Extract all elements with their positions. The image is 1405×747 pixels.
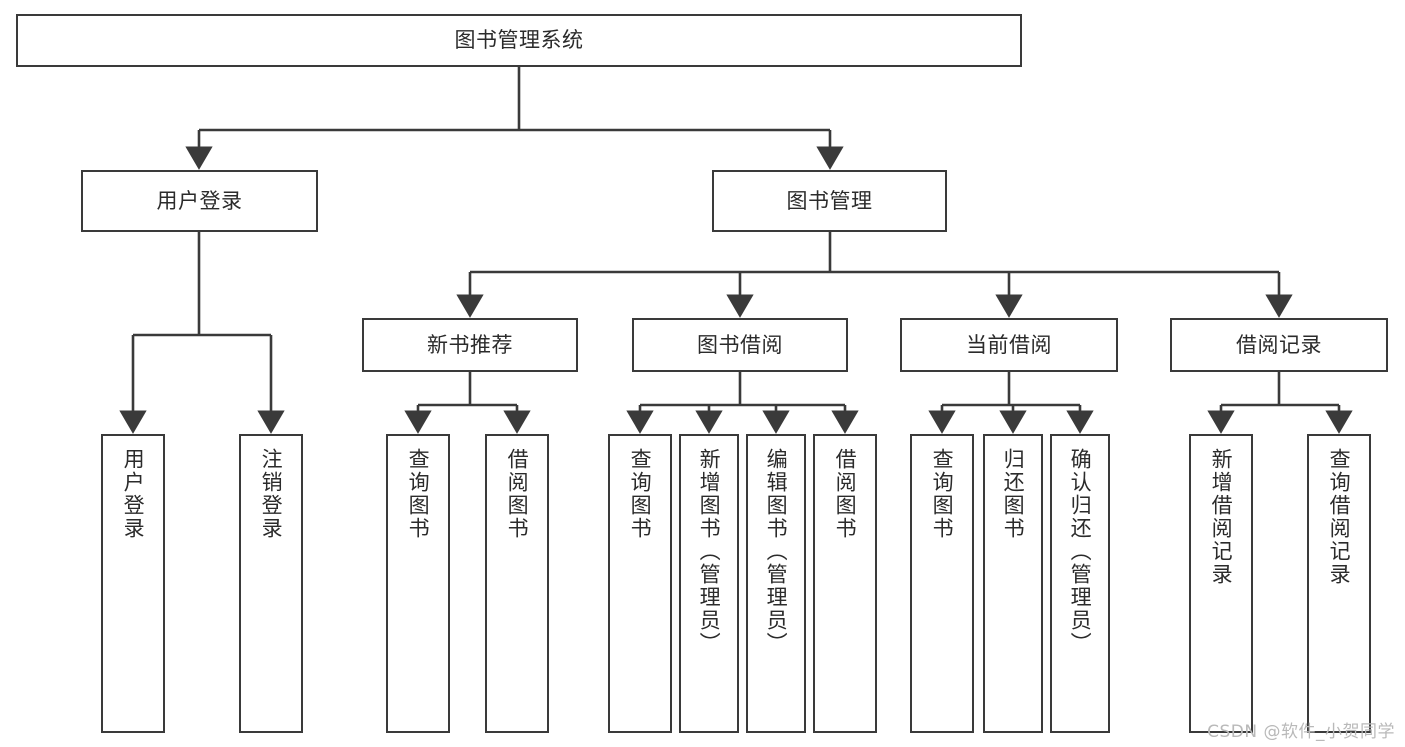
node-borrow-record[interactable]: 借阅记录 xyxy=(1170,318,1388,372)
node-current-borrow[interactable]: 当前借阅 xyxy=(900,318,1118,372)
leaf-label: 归还图书 xyxy=(1001,448,1026,540)
leaf-node-user-login[interactable]: 用户登录 xyxy=(101,434,165,733)
leaf-node-logout[interactable]: 注销登录 xyxy=(239,434,303,733)
leaf-node-add-book-admin[interactable]: 新增图书（管理员） xyxy=(679,434,739,733)
leaf-node-borrow-book-newbook[interactable]: 借阅图书 xyxy=(485,434,549,733)
leaf-node-edit-book-admin[interactable]: 编辑图书（管理员） xyxy=(746,434,806,733)
leaf-label: 新增图书（管理员） xyxy=(697,448,722,655)
watermark: CSDN @软件_小贺同学 xyxy=(1207,722,1395,742)
node-new-book-recommend-label: 新书推荐 xyxy=(427,332,513,357)
leaf-label: 用户登录 xyxy=(121,448,146,540)
node-book-management-label: 图书管理 xyxy=(786,188,873,213)
leaf-node-query-book-newbook[interactable]: 查询图书 xyxy=(386,434,450,733)
node-root-label: 图书管理系统 xyxy=(454,28,584,53)
node-book-borrow-label: 图书借阅 xyxy=(697,332,783,357)
node-borrow-record-label: 借阅记录 xyxy=(1236,332,1322,357)
leaf-label: 编辑图书（管理员） xyxy=(764,448,789,655)
leaf-node-confirm-return-admin[interactable]: 确认归还（管理员） xyxy=(1050,434,1110,733)
leaf-label: 新增借阅记录 xyxy=(1209,448,1234,586)
leaf-node-query-borrow-record[interactable]: 查询借阅记录 xyxy=(1307,434,1371,733)
leaf-label: 查询借阅记录 xyxy=(1327,448,1352,586)
leaf-label: 注销登录 xyxy=(259,448,284,540)
node-new-book-recommend[interactable]: 新书推荐 xyxy=(362,318,578,372)
leaf-node-add-borrow-record[interactable]: 新增借阅记录 xyxy=(1189,434,1253,733)
leaf-label: 查询图书 xyxy=(628,448,653,540)
node-user-login[interactable]: 用户登录 xyxy=(81,170,318,232)
node-root[interactable]: 图书管理系统 xyxy=(16,14,1022,67)
node-current-borrow-label: 当前借阅 xyxy=(966,332,1052,357)
node-book-borrow[interactable]: 图书借阅 xyxy=(632,318,848,372)
leaf-node-borrow-book-borrow[interactable]: 借阅图书 xyxy=(813,434,877,733)
leaf-label: 借阅图书 xyxy=(505,448,530,540)
node-user-login-label: 用户登录 xyxy=(156,188,243,213)
leaf-label: 借阅图书 xyxy=(833,448,858,540)
leaf-label: 查询图书 xyxy=(930,448,955,540)
leaf-node-query-book-borrow[interactable]: 查询图书 xyxy=(608,434,672,733)
leaf-node-query-book-current[interactable]: 查询图书 xyxy=(910,434,974,733)
leaf-node-return-book[interactable]: 归还图书 xyxy=(983,434,1043,733)
leaf-label: 确认归还（管理员） xyxy=(1068,448,1093,655)
node-book-management[interactable]: 图书管理 xyxy=(712,170,947,232)
leaf-label: 查询图书 xyxy=(406,448,431,540)
